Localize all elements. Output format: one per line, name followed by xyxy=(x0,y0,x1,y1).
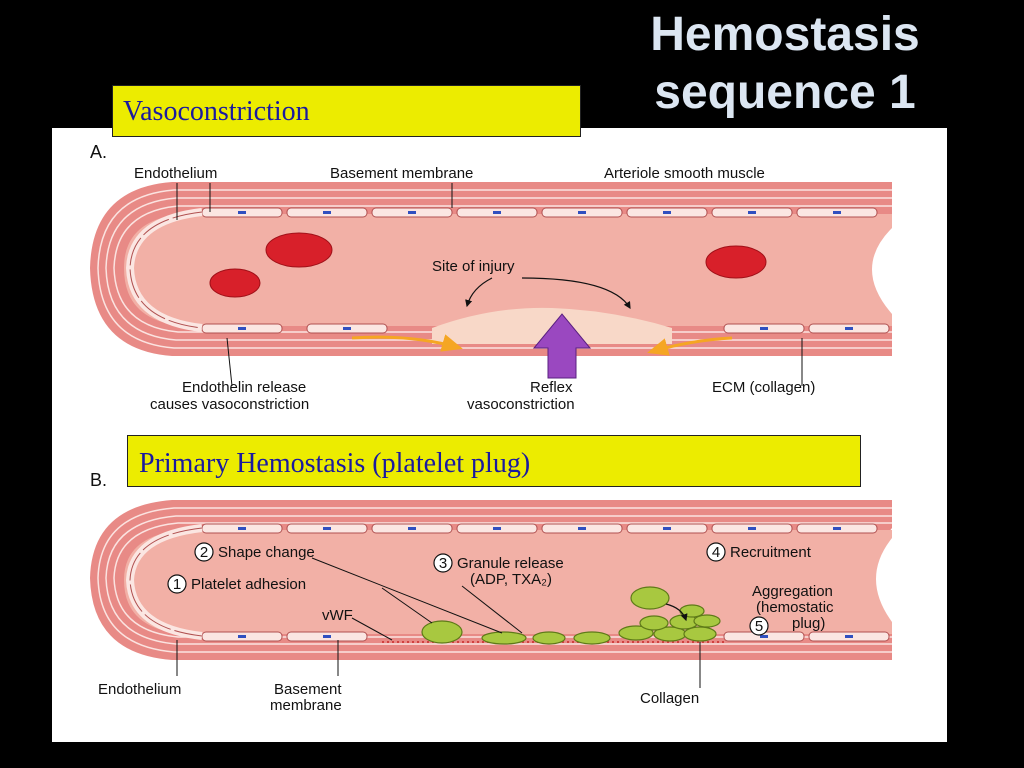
recruitment-arrow xyxy=(665,603,688,622)
vessel-b-endothelium-top xyxy=(201,523,878,534)
figure-b: B. xyxy=(90,470,892,714)
step-3-number: 3 xyxy=(439,555,447,572)
label-platelet-adhesion: Platelet adhesion xyxy=(191,576,306,593)
platelet-granule-1 xyxy=(532,631,566,645)
label-adp-txa2: (ADP, TXA₂) xyxy=(470,571,552,588)
label-shape-change: Shape change xyxy=(218,544,315,561)
endothelin-arrow-left xyxy=(351,334,463,352)
vessel-a-muscle-stripes xyxy=(97,189,892,349)
label-recruitment: Recruitment xyxy=(730,544,812,561)
label-collagen-b: Collagen xyxy=(640,690,699,707)
label-endothelin-line1: Endothelin release xyxy=(182,379,306,396)
label-granule-release: Granule release xyxy=(457,555,564,572)
figure-b-letter: B. xyxy=(90,470,107,490)
endothelin-arrow-right xyxy=(647,336,733,356)
red-blood-cell-3 xyxy=(705,245,767,279)
callout-primary-hemostasis: Primary Hemostasis (platelet plug) xyxy=(127,435,861,487)
reflex-vasoconstriction-arrow xyxy=(532,313,592,379)
step-5-number: 5 xyxy=(755,618,763,635)
platelet-granule-2 xyxy=(573,631,611,645)
label-basement-line1: Basement xyxy=(274,681,342,698)
red-blood-cell-1 xyxy=(265,232,333,268)
label-site-of-injury: Site of injury xyxy=(432,258,515,275)
platelet-aggregate-3 xyxy=(683,626,717,642)
callout-vasoconstriction: Vasoconstriction xyxy=(112,85,581,137)
figure-a-letter: A. xyxy=(90,142,107,162)
label-ecm-collagen: ECM (collagen) xyxy=(712,379,815,396)
injury-arrow-left xyxy=(465,277,493,308)
red-blood-cell-2 xyxy=(209,268,261,298)
figure-a-leader-lines xyxy=(176,183,803,387)
platelet-aggregate-4 xyxy=(639,615,669,631)
step-numbers: 1 2 3 4 5 xyxy=(173,544,763,635)
vessel-a-endothelium-bottom xyxy=(201,323,890,334)
figure-a: A. xyxy=(90,142,892,413)
platelet-aggregate-6 xyxy=(693,614,721,628)
step-1-number: 1 xyxy=(173,576,181,593)
step-circles xyxy=(167,542,769,636)
slide-title: Hemostasis sequence 1 xyxy=(600,6,970,122)
slide-title-line2: sequence 1 xyxy=(654,66,916,119)
platelet-adherent xyxy=(421,620,463,644)
label-aggregation-line2: (hemostatic xyxy=(756,599,834,616)
hemostasis-diagram: A. xyxy=(90,142,892,714)
injury-arrow-right xyxy=(521,277,631,310)
step-1-circle xyxy=(167,574,187,594)
label-aggregation-line3: plug) xyxy=(792,615,825,632)
step-2-circle xyxy=(194,542,214,562)
vessel-b-muscle-stripes xyxy=(97,507,892,653)
label-reflex-line1: Reflex xyxy=(530,379,573,396)
label-basement-line2: membrane xyxy=(270,697,342,714)
step-4-number: 4 xyxy=(712,544,720,561)
platelet-aggregate-1 xyxy=(618,625,654,641)
label-endothelium-b: Endothelium xyxy=(98,681,181,698)
label-endothelin-line2: causes vasoconstriction xyxy=(150,396,309,413)
vessel-a-endothelium-top xyxy=(201,207,878,218)
step-5-circle xyxy=(749,616,769,636)
vessel-b-endothelium-bottom xyxy=(201,631,890,642)
platelet-shape-change xyxy=(481,631,527,645)
label-aggregation-line1: Aggregation xyxy=(752,583,833,600)
label-basement-membrane-a: Basement membrane xyxy=(330,165,473,182)
label-reflex-line2: vasoconstriction xyxy=(467,396,575,413)
label-vwf: vWF xyxy=(322,607,353,624)
label-endothelium-a: Endothelium xyxy=(134,165,217,182)
platelet-recruited xyxy=(630,586,670,610)
slide-title-line1: Hemostasis xyxy=(650,8,920,61)
diagram-panel: A. xyxy=(52,128,947,742)
step-3-circle xyxy=(433,553,453,573)
step-2-number: 2 xyxy=(200,544,208,561)
figure-b-leader-lines xyxy=(176,557,701,688)
platelets xyxy=(421,586,721,645)
label-smooth-muscle: Arteriole smooth muscle xyxy=(604,165,765,182)
step-4-circle xyxy=(706,542,726,562)
